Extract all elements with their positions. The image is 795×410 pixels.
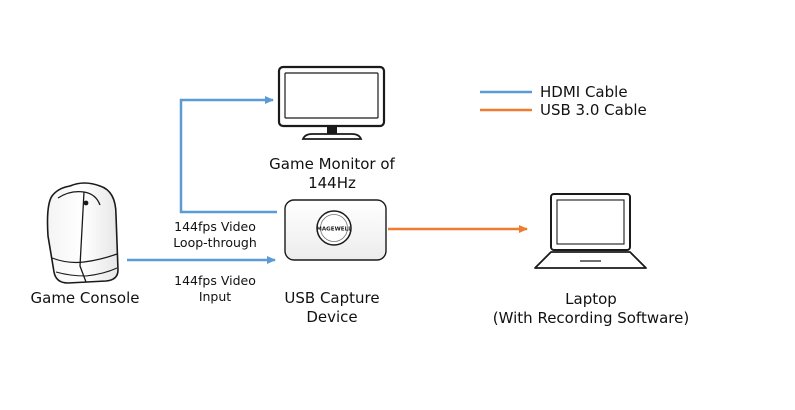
laptop-label: Laptop (With Recording Software) <box>476 290 706 328</box>
monitor-icon <box>277 65 386 140</box>
laptop-label-line2: (With Recording Software) <box>492 309 690 327</box>
laptop-icon <box>534 193 647 269</box>
video-input-label: 144fps Video Input <box>155 273 275 305</box>
game-monitor-label-line2: 144Hz <box>308 174 356 192</box>
loop-through-label-line2: Loop-through <box>173 235 257 250</box>
usb-capture-device-icon: MAGEWELL <box>284 199 387 261</box>
loop-through-label-line1: 144fps Video <box>174 219 256 234</box>
usb-capture-device-label-line2: Device <box>306 308 358 326</box>
video-input-label-line2: Input <box>198 289 232 304</box>
usb-capture-device-label-line1: USB Capture <box>284 289 380 307</box>
laptop-label-line1: Laptop <box>565 290 617 308</box>
capture-brand-text: MAGEWELL <box>316 227 352 233</box>
game-console-label: Game Console <box>30 289 140 307</box>
legend-usb-label: USB 3.0 Cable <box>540 101 647 119</box>
game-monitor-label: Game Monitor of 144Hz <box>247 155 417 193</box>
video-input-label-line1: 144fps Video <box>174 273 256 288</box>
loop-through-label: 144fps Video Loop-through <box>155 219 275 251</box>
usb-capture-device-label: USB Capture Device <box>262 289 402 327</box>
hdmi-cable-loop-through <box>179 96 277 214</box>
legend-hdmi-label: HDMI Cable <box>540 83 628 101</box>
game-monitor-label-line1: Game Monitor of <box>269 155 395 173</box>
game-console-icon <box>46 182 119 284</box>
